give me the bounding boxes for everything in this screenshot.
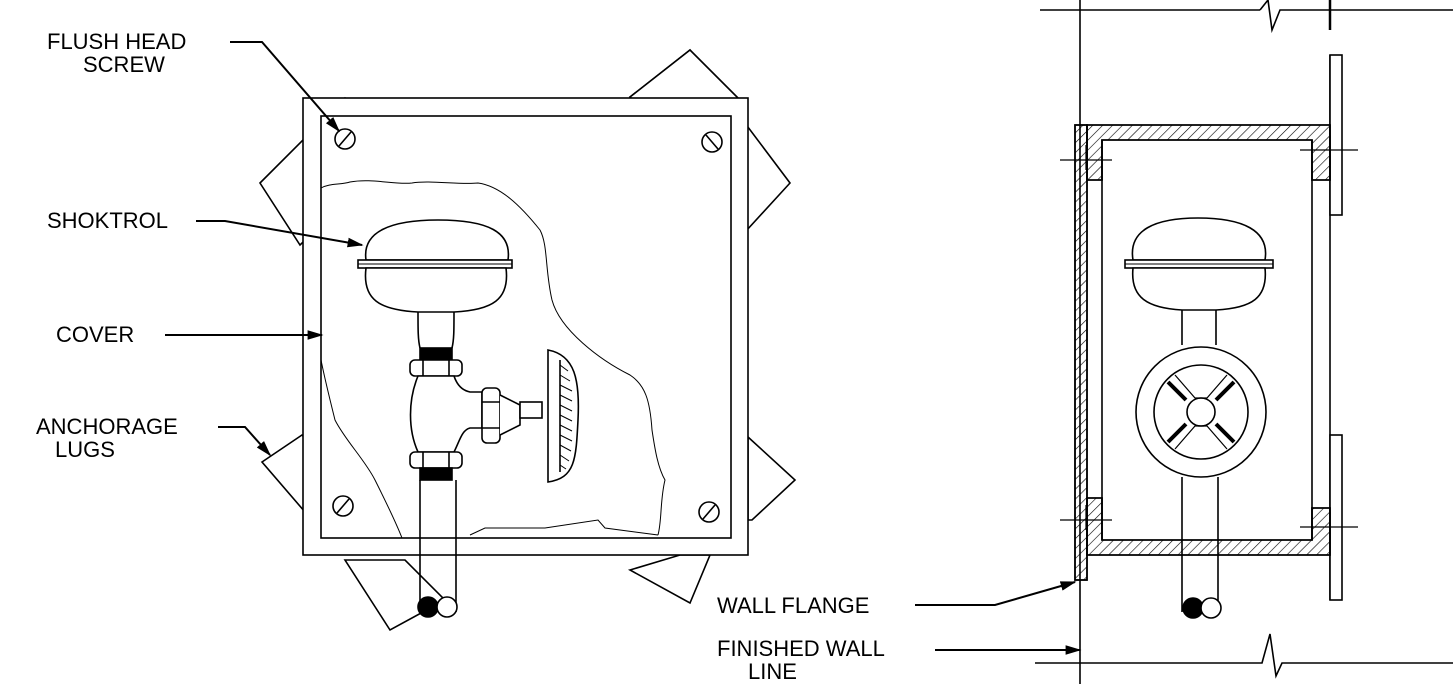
bolts-section — [1060, 135, 1358, 540]
cutaway-edge — [320, 180, 666, 539]
screw-bottom-right — [698, 501, 720, 523]
label-anchorage-lugs-line1: ANCHORAGE — [36, 414, 178, 439]
handwheel-side — [1135, 346, 1267, 478]
label-wall-flange: WALL FLANGE — [717, 593, 870, 618]
label-finished-wall-line-line2: LINE — [748, 659, 797, 684]
cover-inner — [320, 115, 732, 539]
thread-bottom — [419, 467, 453, 481]
label-flush-head-screw-line1: FLUSH HEAD — [47, 29, 187, 54]
nut-top — [409, 359, 463, 377]
side-section-view — [1035, 0, 1453, 684]
nut-bottom — [409, 451, 463, 469]
screw-bottom-left — [332, 495, 354, 517]
shoktrol-front — [357, 219, 513, 313]
label-finished-wall-line-line1: FINISHED WALL — [717, 636, 885, 661]
screw-top-left — [334, 128, 356, 150]
leader-wall-flange — [915, 581, 1077, 606]
screw-top-right — [701, 131, 723, 153]
label-shoktrol: SHOKTROL — [47, 208, 169, 233]
label-flush-head-screw-line2: SCREW — [83, 52, 165, 77]
tee-body — [409, 375, 483, 453]
wall-flange — [1074, 124, 1088, 581]
leader-anchorage-lugs — [218, 426, 272, 457]
box-shell-section — [1086, 124, 1331, 556]
leaders-section — [915, 581, 1082, 655]
label-cover: COVER — [56, 322, 135, 347]
leaders-front — [165, 41, 364, 457]
label-anchorage-lugs-line2: LUGS — [55, 437, 115, 462]
shoktrol-side — [1124, 217, 1274, 311]
leader-flush-head-screw — [230, 41, 341, 133]
pipe-ends-side — [1182, 597, 1222, 619]
anchorage-lug-bottom-right — [627, 435, 797, 605]
thread-top — [419, 347, 453, 361]
handwheel-front — [547, 349, 580, 483]
pipe-ends-front — [417, 596, 458, 618]
front-view — [258, 48, 797, 632]
cover-outer — [302, 97, 749, 556]
nut-side — [481, 387, 501, 444]
leader-shoktrol — [196, 220, 364, 248]
